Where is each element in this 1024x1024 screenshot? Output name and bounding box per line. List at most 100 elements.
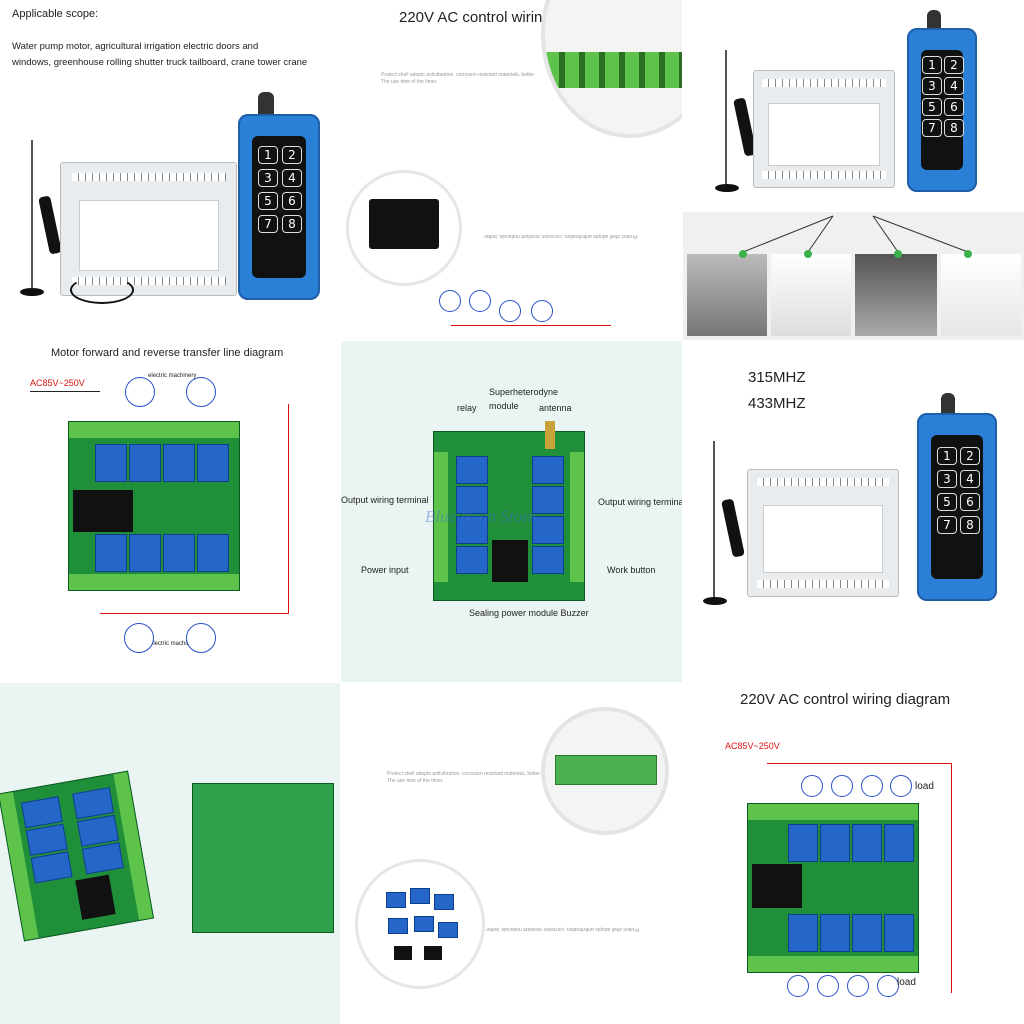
app-photo-hoist (687, 254, 767, 336)
remote-key-2: 2 (960, 447, 980, 465)
antenna-whip (725, 50, 727, 190)
remote-key-3: 3 (258, 169, 278, 187)
diagram-circle-4 (531, 300, 553, 322)
panel-board-labels: Superheterodyne module relay antenna Out… (341, 341, 682, 682)
diagram-circle-3 (499, 300, 521, 322)
antenna-stub (721, 498, 745, 558)
relays-zoom-circle (355, 859, 485, 989)
voltage-label: AC85V~250V (30, 378, 85, 388)
relay-pcb-front (0, 770, 155, 942)
relay-controller-box (753, 70, 895, 188)
power-line (30, 391, 100, 392)
load-bottom-4 (877, 975, 899, 997)
antenna-whip (31, 140, 33, 290)
relay-pcb (68, 421, 240, 591)
voltage-label: AC85V~250V (725, 741, 780, 751)
remote-key-7: 7 (922, 119, 942, 137)
wire-red-right (951, 763, 952, 993)
app-photo-motor (771, 254, 851, 336)
remote-key-7: 7 (937, 516, 957, 534)
diagram-red-wire (451, 325, 611, 326)
panel-remote-product: Applicable scope: Water pump motor, agri… (0, 0, 340, 340)
remote-key-4: 4 (282, 169, 302, 187)
panel-wiring-detail: 220V AC control wiring diagram Protect s… (341, 0, 682, 340)
panel-load-diagram: 220V AC control wiring diagram AC85V~250… (683, 683, 1024, 1024)
remote-keyring (258, 92, 274, 116)
remote-key-1: 1 (258, 146, 278, 164)
remote-key-1: 1 (922, 56, 942, 74)
fine-print-3: Protect shell adopts antivibration, corr… (486, 926, 640, 932)
antenna-base (715, 184, 739, 192)
panel-title: Motor forward and reverse transfer line … (51, 347, 284, 359)
label-sealing-buzzer: Sealing power module Buzzer (469, 608, 589, 618)
label-output-left: Output wiring terminal (341, 495, 429, 505)
remote-key-8: 8 (282, 215, 302, 233)
antenna-stub (38, 195, 62, 255)
remote-key-3: 3 (937, 470, 957, 488)
label-work-button: Work button (607, 565, 656, 575)
relay-controller-box (747, 469, 899, 597)
panel-board-front-back (0, 683, 340, 1024)
remote-key-5: 5 (937, 493, 957, 511)
panel-motor-diagram: Motor forward and reverse transfer line … (0, 341, 340, 682)
app-photo-fan (941, 254, 1021, 336)
remote-control: 1 2 3 4 5 6 7 8 (917, 413, 997, 601)
remote-control: 1 2 3 4 5 6 7 8 (238, 114, 320, 300)
panel-frequency: 315MHZ 433MHZ 1 2 3 4 5 6 7 8 (683, 341, 1024, 682)
label-superheterodyne: Superheterodyne (489, 387, 559, 397)
remote-key-4: 4 (960, 470, 980, 488)
load-top-label: load (915, 781, 934, 792)
frequency-315: 315MHZ (748, 369, 806, 386)
wire-red-right (288, 404, 289, 614)
load-bottom-label: load (897, 977, 916, 988)
antenna-whip (713, 441, 715, 601)
relay-pcb-back (192, 783, 334, 933)
application-connector-lines (739, 215, 972, 258)
motor-bottom-2 (186, 623, 216, 653)
remote-key-8: 8 (960, 516, 980, 534)
remote-key-6: 6 (960, 493, 980, 511)
frequency-433: 433MHZ (748, 395, 806, 412)
power-module-zoom-circle (346, 170, 462, 286)
remote-key-2: 2 (282, 146, 302, 164)
fine-print-2: The use time of the timer. (387, 778, 444, 784)
scope-line-1: Water pump motor, agricultural irrigatio… (12, 41, 259, 52)
app-photo-garage-door (855, 254, 937, 336)
remote-key-5: 5 (258, 192, 278, 210)
motor-bottom-1 (124, 623, 154, 653)
antenna-base (703, 597, 727, 605)
bottom-motor-label: electric machinery (150, 641, 199, 647)
applications-strip (683, 212, 1024, 340)
fine-print-1: Protect shell adopts antivibration, corr… (387, 771, 541, 777)
label-output-right: Output wiring terminal (598, 497, 682, 507)
watermark: Blue Neon Store (425, 507, 536, 526)
fine-print-3: Protect shell adopts antivibration, corr… (484, 233, 638, 239)
remote-key-7: 7 (258, 215, 278, 233)
label-module: module (489, 401, 519, 411)
diagram-circle-1 (439, 290, 461, 312)
top-motor-label: electric machinery (148, 373, 197, 379)
fine-print-1: Protect shell adopts antivibration, corr… (381, 72, 535, 78)
load-bottom-2 (817, 975, 839, 997)
fine-print-2: The use time of the timer. (381, 79, 438, 85)
motor-top-2 (186, 377, 216, 407)
label-antenna: antenna (539, 403, 572, 413)
antenna-connector (545, 421, 555, 449)
rf-module-zoom-circle (541, 707, 669, 835)
terminal-zoom-circle (541, 0, 682, 138)
remote-key-5: 5 (922, 98, 942, 116)
load-bottom-3 (847, 975, 869, 997)
remote-key-6: 6 (282, 192, 302, 210)
diagram-circle-2 (469, 290, 491, 312)
remote-key-1: 1 (937, 447, 957, 465)
remote-key-3: 3 (922, 77, 942, 95)
remote-keyring (941, 393, 955, 415)
label-relay: relay (457, 403, 477, 413)
wire-red-top (767, 763, 951, 764)
panel-applications: 1 2 3 4 5 6 7 8 (683, 0, 1024, 340)
wire-red-bottom (100, 613, 288, 614)
antenna-base (20, 288, 44, 296)
panel-title: 220V AC control wiring diagram (740, 691, 951, 708)
relay-pcb (747, 803, 919, 973)
load-top-4 (890, 775, 912, 797)
